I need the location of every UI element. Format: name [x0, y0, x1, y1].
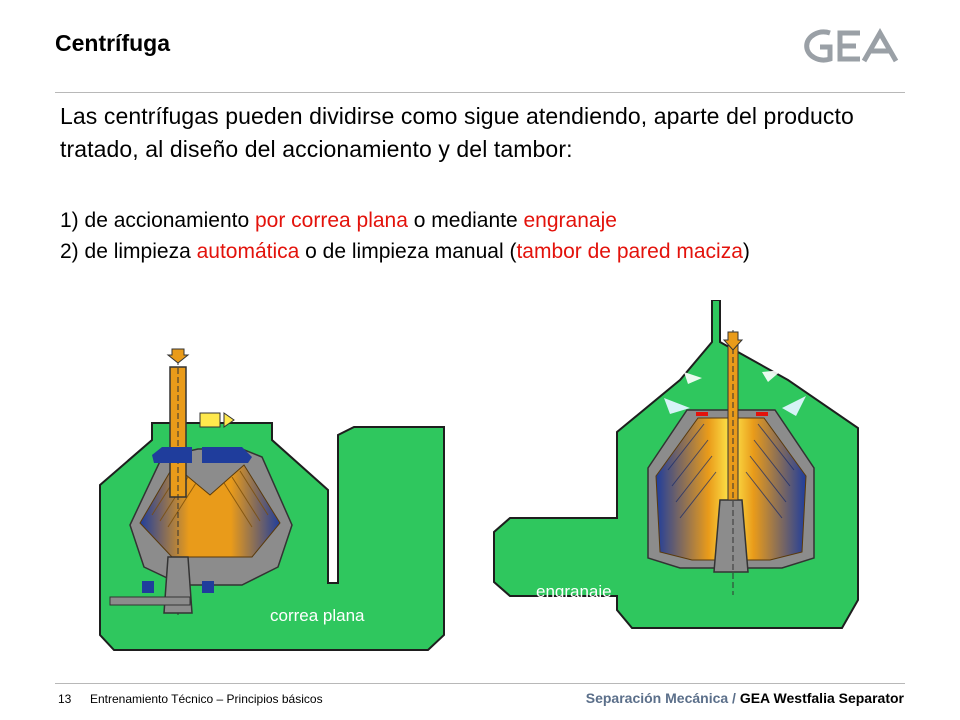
course-title: Entrenamiento Técnico – Principios básic…: [90, 692, 323, 706]
figure-label-gear: engranaje: [536, 582, 612, 601]
gea-logo: [804, 27, 899, 63]
list-item: 1) de accionamiento por correa plana o m…: [60, 205, 950, 236]
item-number: 1): [60, 209, 79, 232]
spindle: [713, 499, 749, 573]
item-text: de limpieza: [84, 240, 197, 263]
outlet-arrow-icon: [223, 412, 235, 428]
item-text: ): [742, 240, 750, 263]
item-text: o de limpieza manual (: [299, 240, 517, 263]
footer-separator: /: [728, 690, 740, 706]
list-item: 2) de limpieza automática o de limpieza …: [60, 236, 950, 267]
page-number: 13: [58, 692, 72, 706]
inlet-arrow-icon: [166, 348, 190, 364]
classification-list: 1) de accionamiento por correa plana o m…: [60, 205, 950, 267]
item-text: de accionamiento: [84, 209, 255, 232]
belt-driven-centrifuge-diagram: correa plana: [99, 348, 445, 651]
footer-brand: Separación Mecánica / GEA Westfalia Sepa…: [586, 690, 904, 706]
item-number: 2): [60, 240, 79, 263]
inlet-arrow-icon: [722, 331, 744, 351]
figure-label-belt: correa plana: [270, 606, 365, 625]
item-highlight: automática: [196, 240, 300, 263]
footer-company: GEA Westfalia Separator: [739, 690, 904, 706]
header-divider: [55, 92, 905, 93]
intro-paragraph: Las centrífugas pueden dividirse como si…: [60, 103, 854, 162]
belt-pulley: [109, 596, 191, 606]
item-text: o mediante: [407, 209, 524, 232]
footer-section: Separación Mecánica: [585, 690, 729, 706]
slide-title: Centrífuga: [55, 30, 170, 56]
item-highlight: por correa plana: [254, 209, 408, 232]
footer-divider: [55, 683, 905, 684]
item-highlight: engranaje: [523, 209, 617, 232]
gear-driven-centrifuge-diagram: engranaje: [493, 300, 859, 629]
item-highlight: tambor de pared maciza: [516, 240, 743, 263]
